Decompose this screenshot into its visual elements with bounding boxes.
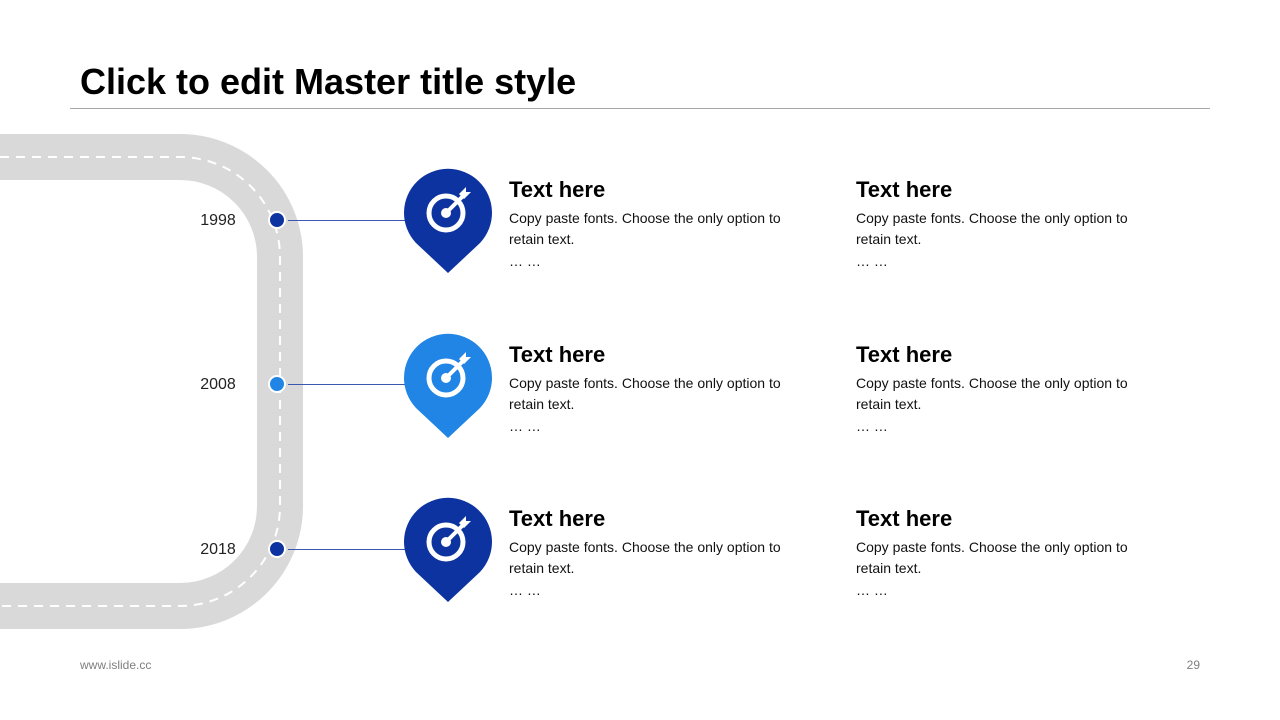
item-body: Copy paste fonts. Choose the only option… — [509, 539, 781, 576]
timeline-item: Text here Copy paste fonts. Choose the o… — [856, 341, 1156, 435]
connector-line — [288, 549, 410, 550]
footer-url[interactable]: www.islide.cc — [80, 658, 152, 672]
target-icon — [404, 333, 492, 438]
item-heading: Text here — [509, 177, 606, 202]
item-heading: Text here — [856, 177, 953, 202]
timeline-item: Text here Copy paste fonts. Choose the o… — [509, 341, 809, 435]
item-body: Copy paste fonts. Choose the only option… — [509, 210, 781, 247]
timeline-item: Text here Copy paste fonts. Choose the o… — [856, 176, 1156, 270]
timeline-dot — [268, 211, 286, 229]
year-label-2018: 2018 — [200, 541, 236, 558]
year-label-1998: 1998 — [200, 212, 236, 229]
title-divider — [70, 108, 1210, 109]
item-body: Copy paste fonts. Choose the only option… — [856, 210, 1128, 247]
timeline-dot — [268, 540, 286, 558]
target-icon — [404, 497, 492, 602]
road-graphic — [0, 134, 303, 629]
item-body: Copy paste fonts. Choose the only option… — [856, 375, 1128, 412]
connector-line — [288, 220, 410, 221]
item-heading: Text here — [856, 342, 953, 367]
connector-line — [288, 384, 410, 385]
item-ellipsis: … … — [509, 418, 541, 434]
item-body: Copy paste fonts. Choose the only option… — [509, 375, 781, 412]
item-ellipsis: … … — [509, 582, 541, 598]
timeline-dot — [268, 375, 286, 393]
item-heading: Text here — [509, 506, 606, 531]
slide-title: Click to edit Master title style — [80, 61, 577, 102]
item-heading: Text here — [509, 342, 606, 367]
timeline-item: Text here Copy paste fonts. Choose the o… — [509, 176, 809, 270]
item-ellipsis: … … — [509, 253, 541, 269]
item-ellipsis: … … — [856, 253, 888, 269]
item-heading: Text here — [856, 506, 953, 531]
page-number: 29 — [1186, 658, 1200, 672]
item-body: Copy paste fonts. Choose the only option… — [856, 539, 1128, 576]
item-ellipsis: … … — [856, 582, 888, 598]
timeline-item: Text here Copy paste fonts. Choose the o… — [509, 505, 809, 599]
item-ellipsis: … … — [856, 418, 888, 434]
year-label-2008: 2008 — [200, 376, 236, 393]
timeline-item: Text here Copy paste fonts. Choose the o… — [856, 505, 1156, 599]
target-icon — [404, 168, 492, 273]
